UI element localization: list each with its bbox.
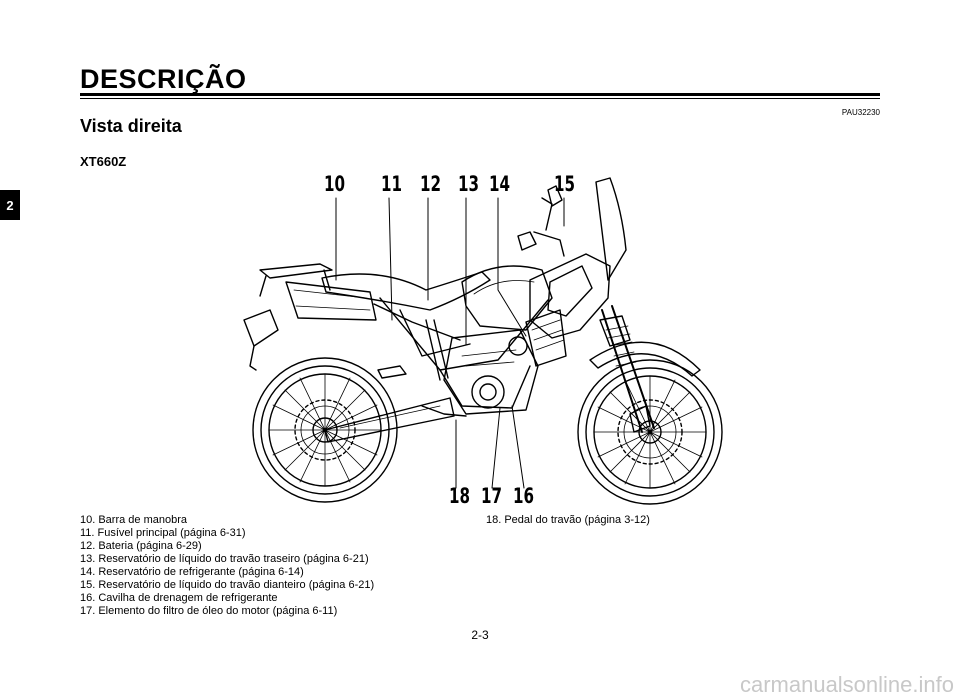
title-rule	[80, 93, 880, 96]
title-rule-thin	[80, 98, 880, 99]
footer-watermark-url[interactable]: carmanualsonline.info	[739, 672, 954, 697]
legend-list-left: 10. Barra de manobra 11. Fusível princip…	[80, 514, 374, 618]
callout-13: 13	[458, 172, 480, 196]
legend-item: 11. Fusível principal (página 6-31)	[80, 527, 246, 539]
legend-item: 18. Pedal do travão (página 3-12)	[486, 514, 650, 526]
callout-14: 14	[489, 172, 511, 196]
legend-item: 17. Elemento do filtro de óleo do motor …	[80, 605, 338, 617]
legend-item: 16. Cavilha de drenagem de refrigerante	[80, 592, 278, 604]
callout-11: 11	[381, 172, 403, 196]
model-name: XT660Z	[80, 154, 127, 169]
callout-15: 15	[554, 172, 576, 196]
legend-item: 12. Bateria (página 6-29)	[80, 540, 202, 552]
legend-item: 15. Reservatório de líquido do travão di…	[80, 579, 375, 591]
chapter-tab: 2	[0, 190, 20, 220]
page-number: 2-3	[471, 628, 489, 642]
callout-17: 17	[481, 484, 503, 508]
callout-10: 10	[324, 172, 346, 196]
front-wheel	[577, 359, 723, 505]
legend-list-right: 18. Pedal do travão (página 3-12)	[486, 514, 650, 527]
callout-16: 16	[513, 484, 535, 508]
legend-item: 10. Barra de manobra	[80, 514, 188, 526]
section-title: Vista direita	[80, 116, 182, 136]
reference-code: PAU32230	[841, 108, 880, 117]
legend-item: 14. Reservatório de refrigerante (página…	[80, 566, 304, 578]
motorcycle-illustration	[243, 177, 723, 505]
page-title: DESCRIÇÃO	[80, 64, 247, 94]
callout-12: 12	[420, 172, 442, 196]
callout-18: 18	[449, 484, 471, 508]
legend-item: 13. Reservatório de líquido do travão tr…	[80, 553, 369, 565]
